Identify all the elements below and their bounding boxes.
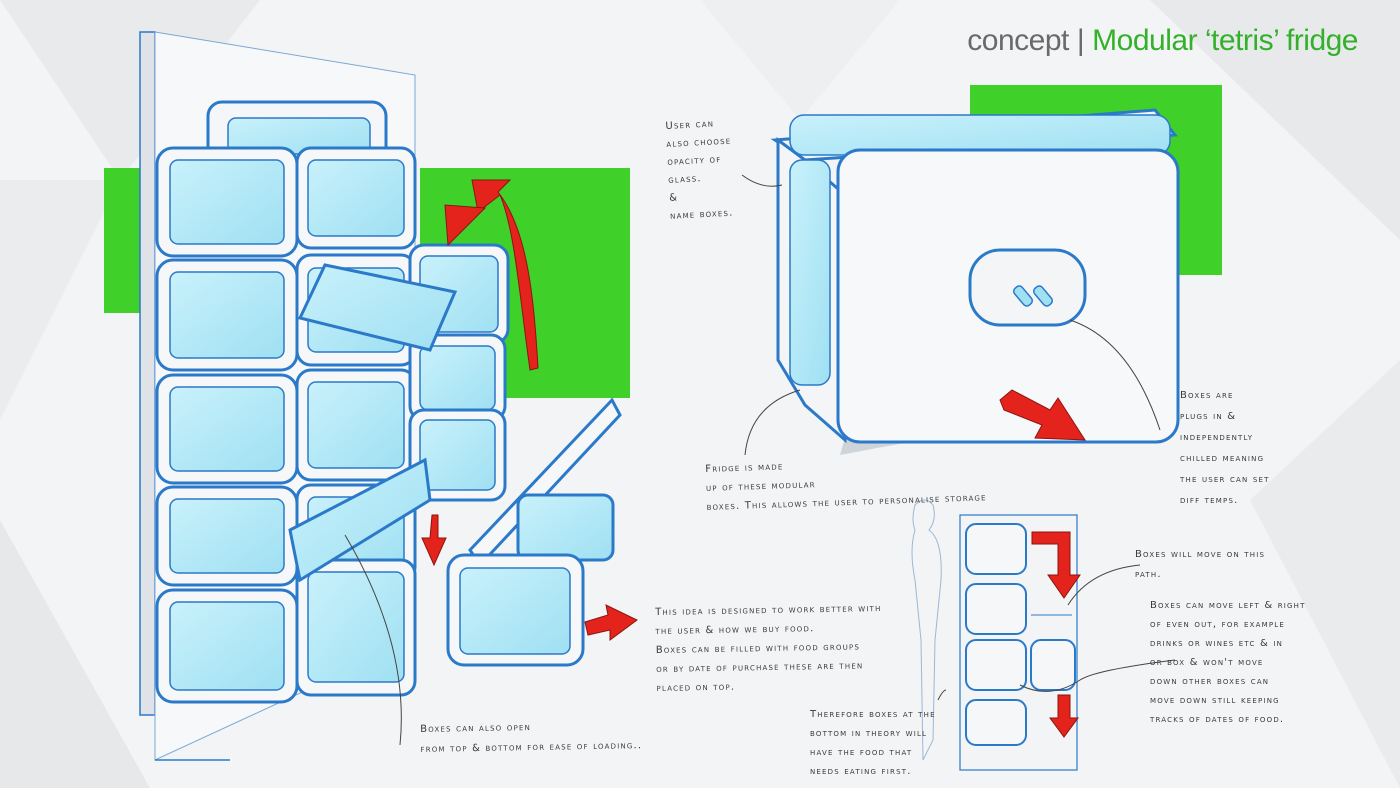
left-stack-front: [155, 146, 299, 704]
note-opacity: User can also choose opacity of glass. &…: [665, 118, 734, 222]
back-panel: [139, 31, 156, 716]
leader-lines: [344, 174, 1176, 746]
red-arrow-down: [421, 514, 447, 567]
note-path: Boxes will move on this path.: [1135, 549, 1266, 580]
red-arrow-right: [584, 604, 638, 641]
note-plugs: Boxes are plugs in & independently chill…: [1180, 390, 1270, 506]
left-stack-middle: [295, 146, 417, 697]
red-arrow-fridge: [999, 389, 1086, 441]
path-diagram: [959, 514, 1078, 771]
green-block-left-back: [104, 168, 140, 313]
title-name: Modular ‘tetris’ fridge: [1092, 24, 1358, 57]
fridge-box: [770, 108, 1180, 455]
open-flap-top: [297, 263, 458, 352]
note-move: Boxes can move left & right of even out,…: [1150, 600, 1306, 725]
open-flap-lower: [288, 457, 432, 583]
red-arrow-curve: [471, 179, 539, 371]
note-idea: This idea is designed to work better wit…: [655, 603, 882, 694]
open-box: [446, 397, 622, 667]
person-silhouette: [911, 499, 942, 761]
title-separator: |: [1076, 24, 1085, 57]
red-arrow-path-top: [1031, 531, 1081, 599]
title-prefix: concept: [967, 24, 1069, 57]
red-arrow-left-head: [444, 204, 487, 247]
note-therefore: Therefore boxes at the bottom in theory …: [810, 709, 936, 777]
note-open: Boxes can also open from top & bottom fo…: [420, 722, 643, 755]
red-arrow-path-bottom: [1049, 694, 1079, 738]
note-fridge-made: Fridge is made up of these modular boxes…: [705, 461, 987, 513]
page-title: concept|Modular ‘tetris’ fridge: [967, 24, 1358, 58]
